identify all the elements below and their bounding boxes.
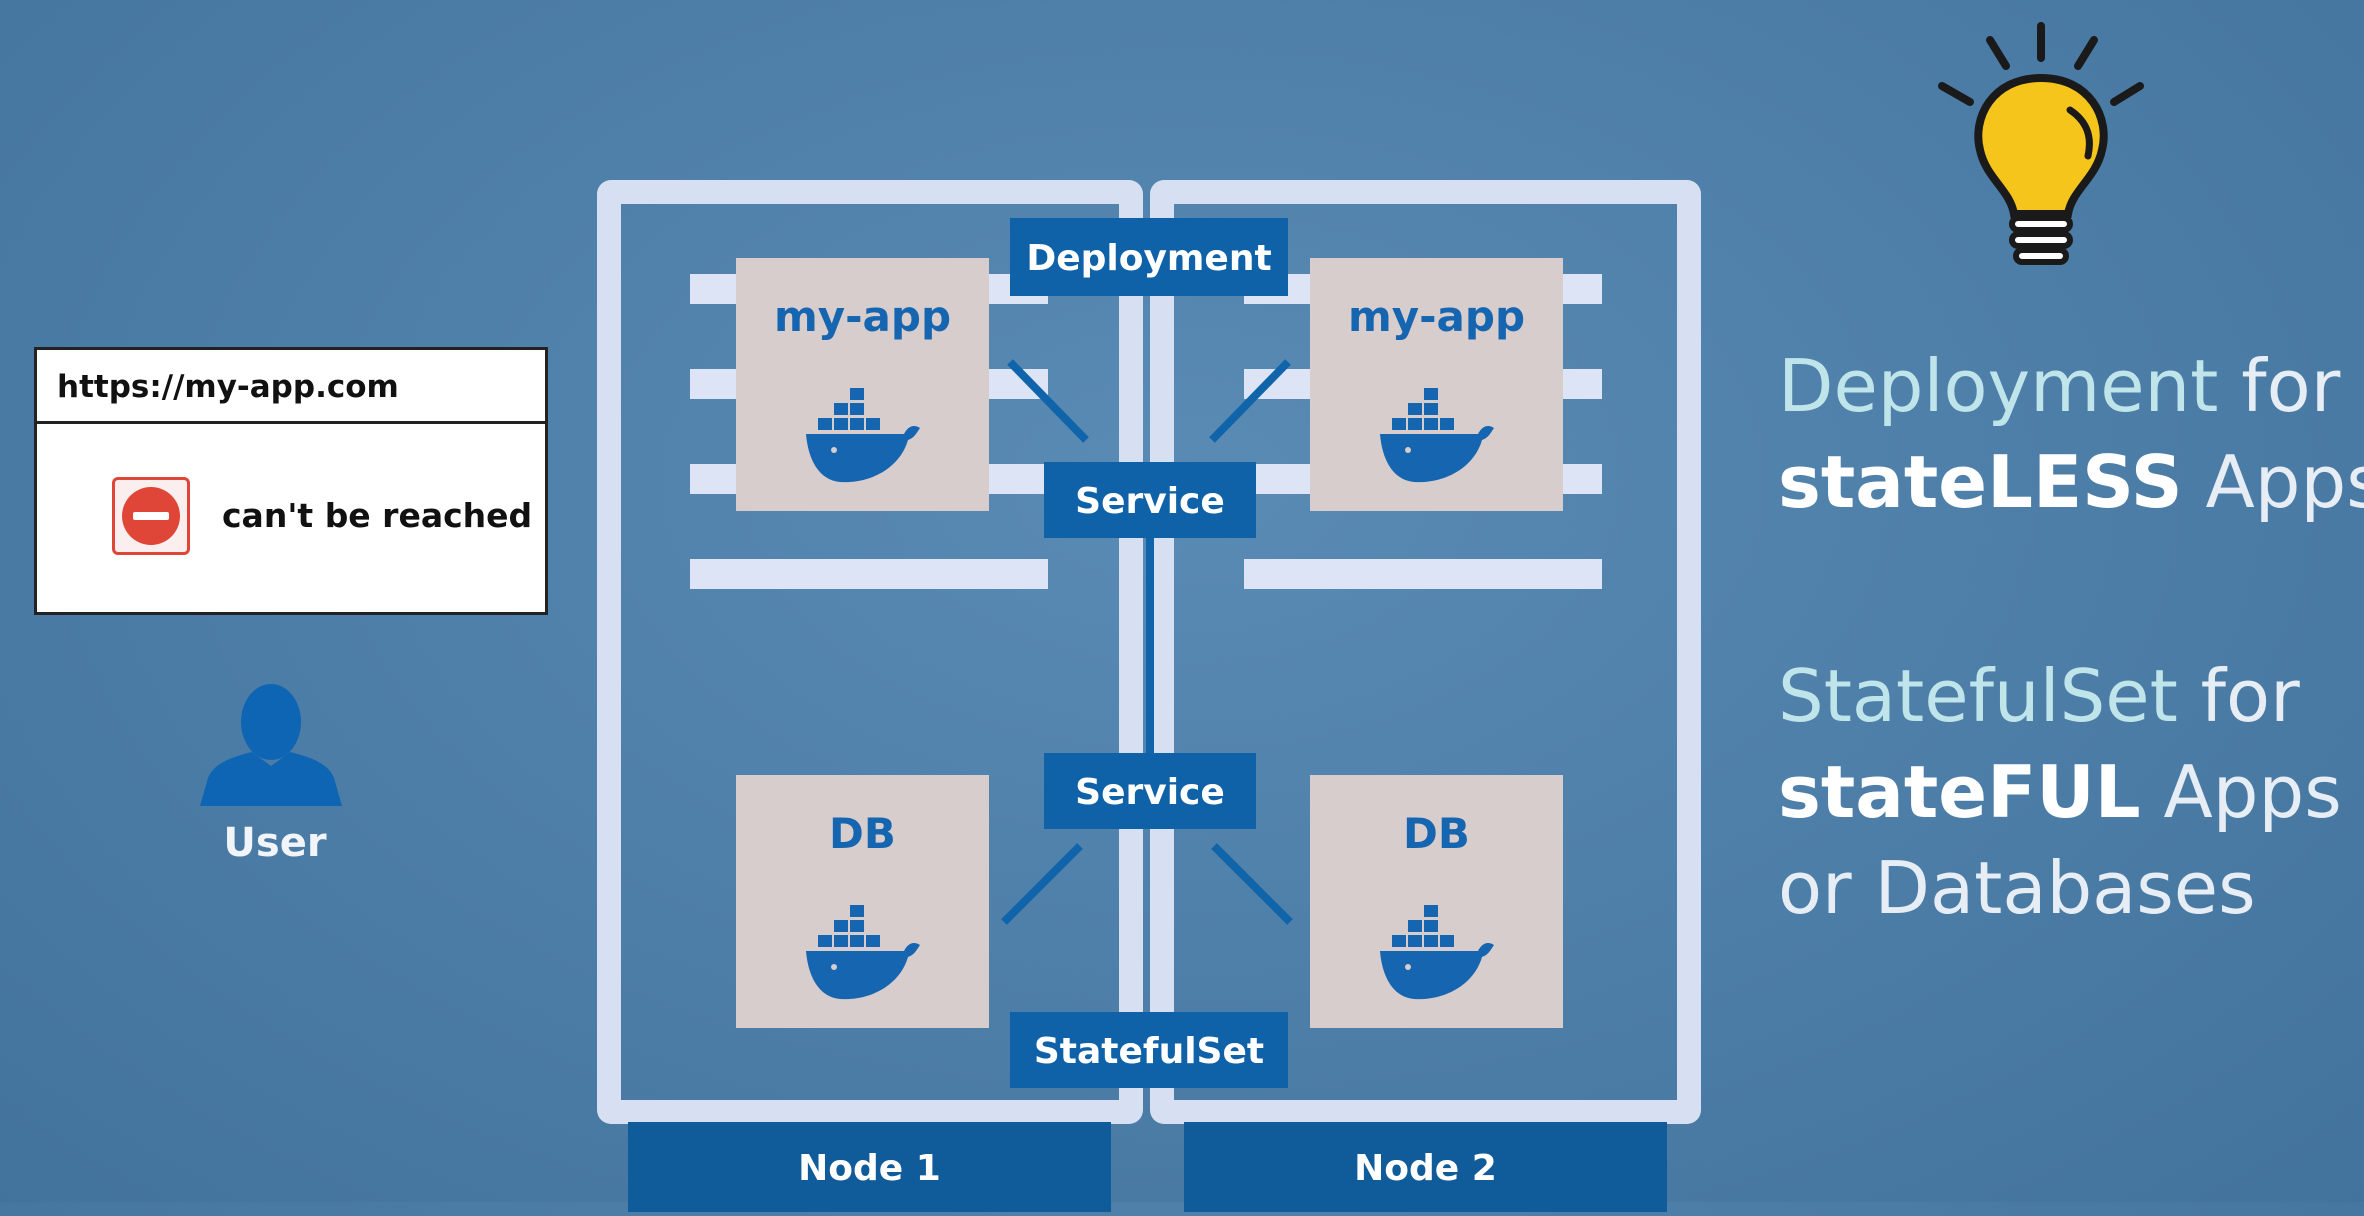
db-service-line (1001, 843, 1083, 925)
lightbulb-icon (1938, 22, 2144, 265)
browser-url-bar[interactable]: https://my-app.com (37, 350, 545, 424)
person-icon (200, 684, 342, 806)
my-app-pod-2: my-app (1310, 258, 1563, 511)
service-label-bottom: Service (1044, 753, 1256, 829)
app-service-line (1007, 359, 1089, 443)
pod-title: DB (829, 809, 896, 858)
node-1-frame (597, 180, 1143, 1124)
node-1-bar (690, 559, 1048, 589)
docker-whale-icon (806, 388, 920, 483)
statefulset-explanation-line-3: or Databases (1778, 846, 2256, 930)
node-2-bar (1244, 559, 1602, 589)
docker-whale-icon (806, 905, 920, 1000)
my-app-pod-1: my-app (736, 258, 989, 511)
db-pod-1: DB (736, 775, 989, 1028)
app-service-line (1209, 359, 1291, 443)
statefulset-explanation-line-1: StatefulSet for (1778, 654, 2300, 738)
node-1-label: Node 1 (628, 1122, 1111, 1212)
docker-whale-icon (1380, 905, 1494, 1000)
no-entry-icon (112, 477, 190, 555)
db-pod-2: DB (1310, 775, 1563, 1028)
statefulset-label: StatefulSet (1010, 1012, 1288, 1088)
service-label-top: Service (1044, 462, 1256, 538)
statefulset-explanation-line-2: stateFUL Apps (1778, 750, 2342, 834)
node-2-frame (1150, 180, 1701, 1124)
db-service-line (1211, 843, 1293, 925)
browser-window: https://my-app.com can't be reached (34, 347, 548, 615)
docker-whale-icon (1380, 388, 1494, 483)
error-message: can't be reached (222, 496, 533, 535)
deployment-explanation-line-1: Deployment for (1778, 344, 2341, 428)
deployment-label: Deployment (1010, 218, 1288, 296)
pod-title: my-app (773, 292, 952, 341)
user-label: User (223, 820, 327, 866)
pod-title: my-app (1347, 292, 1526, 341)
node-2-label: Node 2 (1184, 1122, 1667, 1212)
pod-title: DB (1403, 809, 1470, 858)
deployment-explanation-line-2: stateLESS Apps (1778, 440, 2364, 524)
